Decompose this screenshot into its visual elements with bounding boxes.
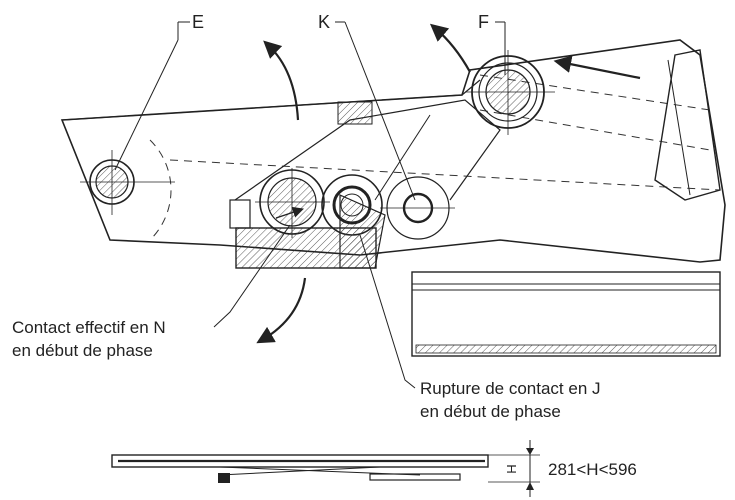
arrow-slide-left — [553, 55, 641, 80]
dashed-arc-e — [149, 139, 172, 241]
dashed-line-2 — [479, 109, 711, 151]
leader-e — [114, 39, 179, 171]
dashed-line-3 — [169, 159, 721, 191]
hatched-block — [337, 101, 373, 125]
dashed-line-1 — [479, 74, 711, 111]
dimension-symbol: H — [504, 464, 519, 473]
rupture-note-line2: en début de phase — [420, 402, 561, 421]
contact-note-line2: en début de phase — [12, 341, 153, 360]
pivot-e — [80, 150, 175, 215]
folded-view — [111, 454, 489, 483]
rupture-note-line1: Rupture de contact en J — [420, 379, 601, 398]
linkage-line — [234, 99, 501, 201]
arm-inner-line — [61, 79, 481, 121]
contact-note-line1: Contact effectif en N — [12, 318, 166, 337]
arrow-up-left — [263, 40, 300, 121]
dimension-range: 281<H<596 — [548, 460, 637, 479]
leader-rupture-j — [359, 234, 416, 389]
dimension-h: H — [488, 440, 540, 497]
label-e: E — [192, 12, 204, 32]
arrow-f-up — [429, 23, 471, 73]
leader-k — [344, 21, 416, 201]
end-plate-line — [667, 59, 691, 196]
label-f: F — [478, 12, 489, 32]
linkage-line-2 — [374, 114, 431, 201]
leader-contact-n — [213, 224, 291, 328]
lower-block — [229, 194, 386, 269]
roller-k — [380, 176, 455, 240]
rail — [411, 271, 721, 357]
arrow-down-left — [256, 277, 307, 344]
end-plate — [654, 49, 721, 201]
contact-tick — [275, 206, 304, 219]
label-k: K — [318, 12, 330, 32]
roller-f — [465, 50, 555, 135]
